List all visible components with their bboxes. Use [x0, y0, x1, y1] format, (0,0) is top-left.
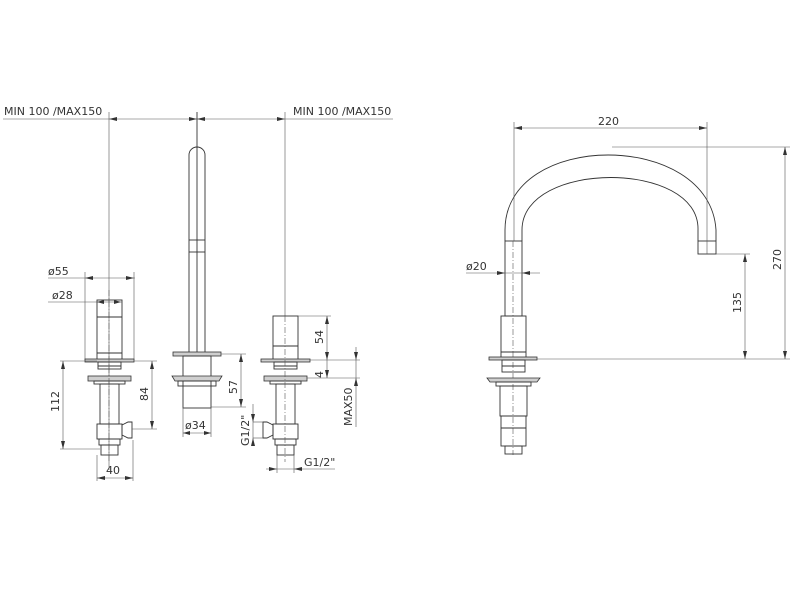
- center-spout-front: 57 ø34: [171, 146, 246, 437]
- front-view: MIN 100 /MAX150 MIN 100 /MAX150 ø55 ø28: [3, 105, 393, 481]
- right-handle-valve: 54 4 MAX50 G1/2" G1/2": [239, 315, 360, 473]
- inlet-bottom-label: G1/2": [304, 456, 335, 469]
- spacing-dimension: MIN 100 /MAX150 MIN 100 /MAX150: [3, 105, 393, 470]
- spout-diameter-label: ø20: [466, 260, 487, 273]
- width-40-label: 40: [106, 464, 120, 477]
- spacing-left-label: MIN 100 /MAX150: [4, 105, 102, 118]
- inlet-side-label: G1/2": [239, 415, 252, 446]
- height-84-label: 84: [138, 387, 151, 401]
- height-112-label: 112: [49, 391, 62, 412]
- deck-thickness-label: MAX50: [342, 387, 355, 426]
- spout-base-height-label: 57: [227, 380, 240, 394]
- spout-reach-label: 220: [598, 115, 619, 128]
- spacing-right-label: MIN 100 /MAX150: [293, 105, 391, 118]
- side-view: 220 ø20 135 270: [466, 115, 790, 455]
- overall-height-label: 270: [771, 249, 784, 270]
- handle-diameter-outer-label: ø55: [48, 265, 69, 278]
- spout-outlet-height-label: 135: [731, 292, 744, 313]
- left-handle-valve: ø55 ø28 11: [48, 265, 157, 481]
- handle-height-54-label: 54: [313, 330, 326, 344]
- spout-base-diameter-label: ø34: [185, 419, 206, 432]
- handle-diameter-inner-label: ø28: [52, 289, 73, 302]
- gap-4-label: 4: [313, 371, 326, 378]
